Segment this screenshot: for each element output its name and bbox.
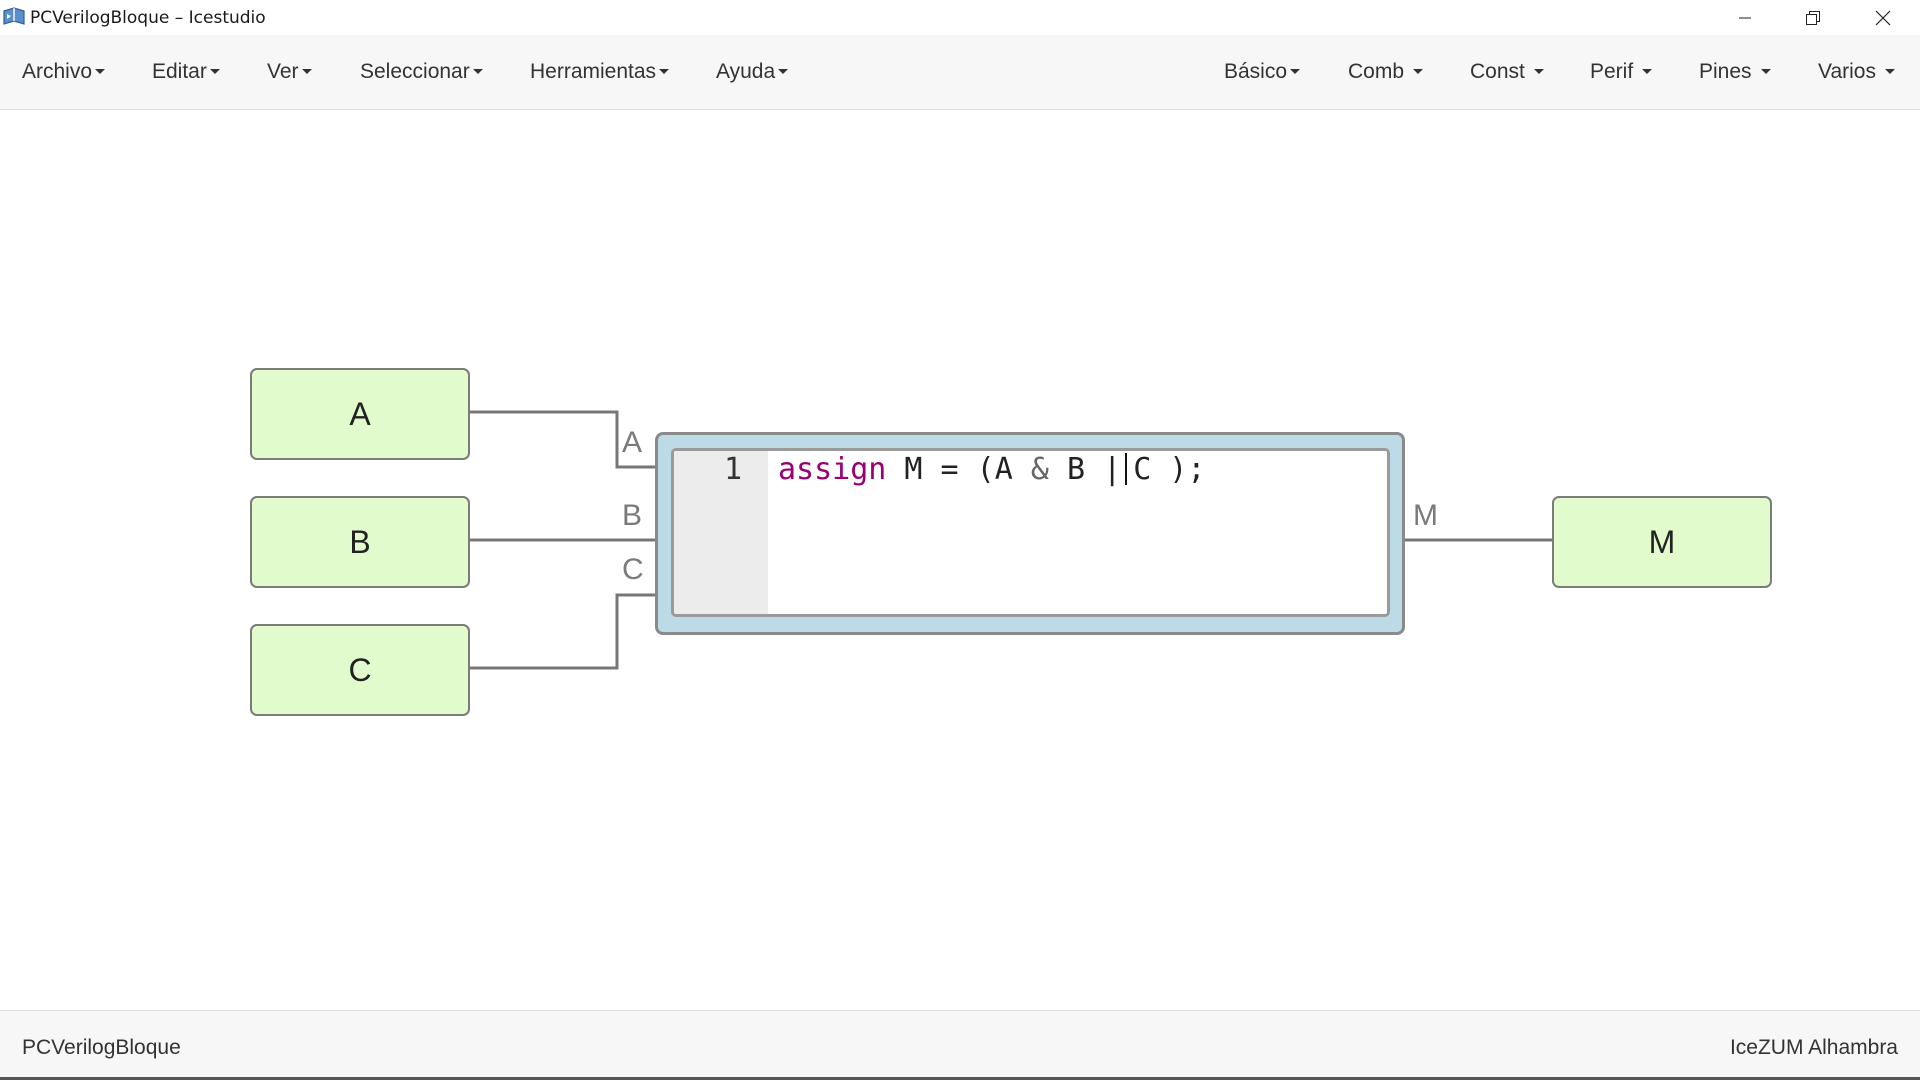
close-icon [1875, 10, 1891, 26]
board-name[interactable]: IceZUM Alhambra [1729, 1036, 1898, 1059]
verilog-code-block[interactable]: 1 assign M = (A & B | C ); [655, 432, 1405, 635]
caret-down-icon [1533, 69, 1544, 74]
minimize-icon [1738, 11, 1752, 25]
menu-label: Editar [152, 60, 207, 83]
code-keyword: assign [778, 452, 887, 487]
restore-icon [1805, 10, 1821, 26]
minimize-button[interactable] [1710, 0, 1780, 35]
menu-varios[interactable]: Varios [1818, 60, 1895, 84]
code-rhs: C ); [1133, 452, 1206, 487]
caret-down-icon [1884, 69, 1895, 74]
menu-ayuda[interactable]: Ayuda [716, 60, 789, 84]
code-or-operator: | [1103, 452, 1122, 487]
title-bar: PCVerilogBloque – Icestudio [0, 0, 1920, 35]
input-block-c[interactable]: C [250, 624, 470, 716]
menu-label: Ayuda [716, 60, 776, 83]
port-label-a: A [622, 426, 643, 459]
menu-label: Archivo [22, 60, 93, 83]
menu-editar[interactable]: Editar [152, 60, 220, 84]
caret-down-icon [1290, 69, 1301, 74]
status-bar: PCVerilogBloque IceZUM Alhambra [0, 1010, 1920, 1080]
icestudio-logo-icon [2, 7, 26, 27]
editor-gutter: 1 [674, 451, 768, 614]
menu-archivo[interactable]: Archivo [22, 60, 106, 84]
input-name: B [349, 523, 371, 560]
menu-seleccionar[interactable]: Seleccionar [360, 60, 483, 84]
menu-const[interactable]: Const [1470, 60, 1544, 84]
menu-basico[interactable]: Básico [1224, 60, 1301, 84]
menu-label: Seleccionar [360, 60, 470, 83]
window-bottom-edge [0, 1077, 1920, 1080]
caret-down-icon [1760, 69, 1771, 74]
close-button[interactable] [1848, 0, 1918, 35]
code-mid: B [1048, 452, 1104, 487]
caret-down-icon [209, 69, 220, 74]
output-block-m[interactable]: M [1552, 496, 1772, 588]
code-lhs: M = (A [886, 452, 1031, 487]
output-name: M [1648, 523, 1676, 560]
menu-label: Básico [1224, 60, 1288, 83]
caret-down-icon [659, 69, 670, 74]
menu-perif[interactable]: Perif [1590, 60, 1653, 84]
menu-comb[interactable]: Comb [1348, 60, 1424, 84]
menu-label: Pines [1699, 60, 1752, 83]
window-title: PCVerilogBloque – Icestudio [30, 8, 266, 28]
restore-button[interactable] [1778, 0, 1848, 35]
code-and-operator: & [1030, 452, 1049, 487]
caret-down-icon [1413, 69, 1424, 74]
port-label-m: M [1413, 499, 1438, 532]
wires-layer [468, 410, 1552, 670]
input-name: A [349, 395, 371, 432]
input-name: C [348, 651, 372, 688]
text-cursor [1125, 453, 1128, 485]
input-block-b[interactable]: B [250, 496, 470, 588]
menu-label: Const [1470, 60, 1525, 83]
menu-label: Ver [267, 60, 299, 83]
caret-down-icon [472, 69, 483, 74]
caret-down-icon [95, 69, 106, 74]
menu-label: Comb [1348, 60, 1405, 83]
code-editor[interactable]: 1 assign M = (A & B | C ); [671, 448, 1390, 617]
caret-down-icon [301, 69, 312, 74]
design-canvas[interactable]: A B C A B C M 1 assign M = (A & B |C ); … [0, 110, 1920, 1010]
menu-label: Herramientas [530, 60, 657, 83]
menu-pines[interactable]: Pines [1699, 60, 1771, 84]
port-label-c: C [622, 553, 644, 586]
caret-down-icon [778, 69, 789, 74]
code-line[interactable]: assign M = (A & B | C ); [778, 452, 1205, 487]
project-name: PCVerilogBloque [22, 1036, 181, 1059]
menu-label: Perif [1590, 60, 1634, 83]
input-block-a[interactable]: A [250, 368, 470, 460]
port-label-b: B [622, 499, 643, 532]
menu-label: Varios [1818, 60, 1876, 83]
menu-ver[interactable]: Ver [267, 60, 312, 84]
line-number: 1 [723, 452, 742, 487]
caret-down-icon [1642, 69, 1653, 74]
menu-bar: Archivo Editar Ver Seleccionar Herramien… [0, 35, 1920, 110]
wire-c [468, 593, 655, 670]
wire-a [468, 410, 655, 469]
menu-herramientas[interactable]: Herramientas [530, 60, 670, 84]
